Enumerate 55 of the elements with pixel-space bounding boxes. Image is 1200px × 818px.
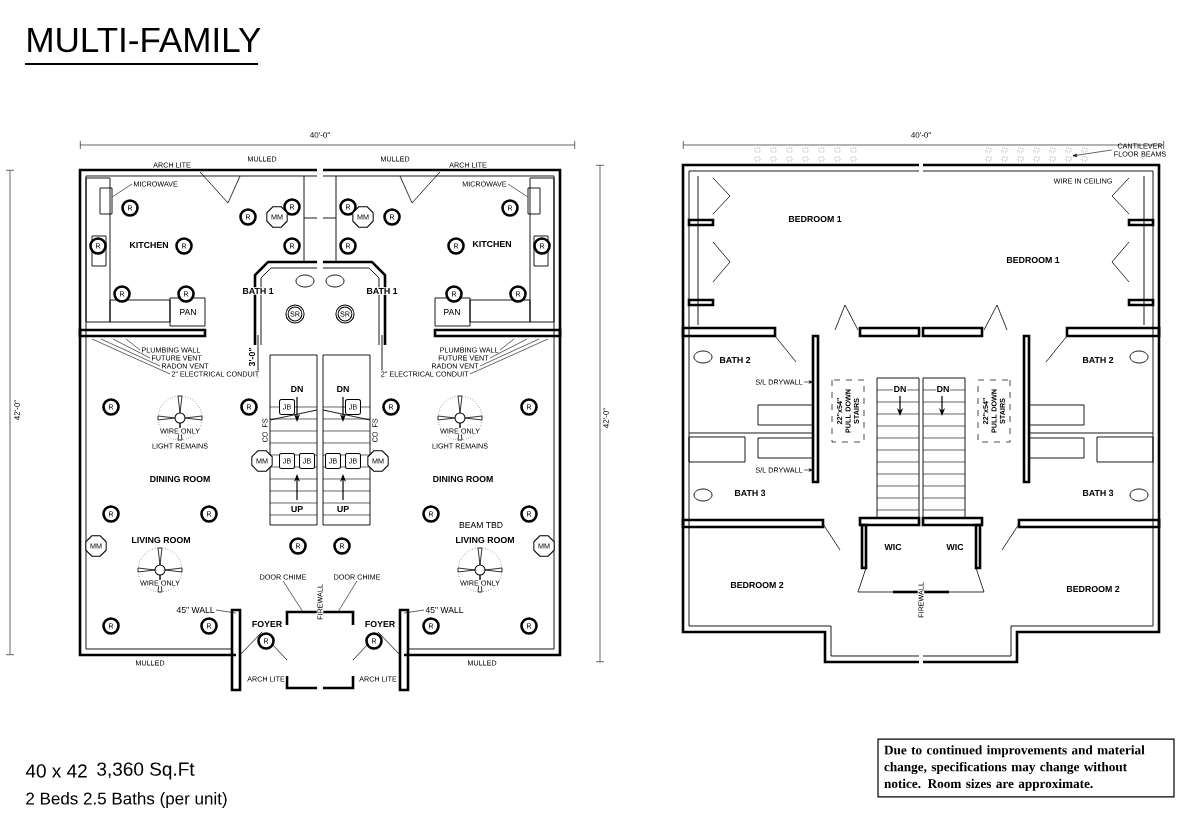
leader-line (469, 338, 549, 375)
dimension-label: 40'-0" (309, 131, 331, 139)
room-label: BATH 3 (1081, 489, 1115, 497)
room-label: DN (289, 385, 305, 393)
room-label: UP (336, 505, 350, 513)
leader-line (803, 380, 814, 384)
room-label: DN (935, 385, 951, 393)
leader-line (403, 609, 425, 614)
leader-line (91, 338, 171, 375)
appliance-box (99, 187, 113, 215)
room-label: KITCHEN (471, 240, 513, 248)
room-label: BATH 3 (733, 489, 767, 497)
room-label: DINING ROOM (148, 475, 212, 483)
leader-line (125, 338, 141, 351)
leader-line (112, 338, 151, 359)
leader-line (112, 183, 133, 198)
leader-line (499, 338, 515, 351)
leader-line (507, 183, 528, 198)
leader-line (803, 468, 814, 472)
room-label: KITCHEN (128, 241, 170, 249)
leader-line (1072, 149, 1112, 157)
callout-label: 45" WALL (424, 606, 465, 614)
room-label: WIC (945, 543, 965, 551)
dimension-label: 40'-0" (910, 131, 932, 139)
room-label: BEDROOM 1 (1005, 256, 1061, 264)
room-label: LIVING ROOM (454, 536, 516, 544)
leader-line (282, 580, 304, 613)
dimension-label: 42'-0" (602, 407, 610, 429)
appliance-box (527, 187, 541, 215)
room-label: BATH 1 (241, 287, 275, 295)
room-label: UP (290, 505, 304, 513)
room-label: DN (335, 385, 351, 393)
room-label: BATH 1 (365, 287, 399, 295)
room-label: BATH 2 (1081, 356, 1115, 364)
plan-info: 3,360 Sq.Ft (97, 762, 195, 780)
leader-line (479, 338, 540, 367)
plan-info: 2 Beds 2.5 Baths (per unit) (26, 792, 227, 808)
room-label: DINING ROOM (431, 475, 495, 483)
room-label: BATH 2 (718, 356, 752, 364)
callout-label: 45" WALL (175, 606, 216, 614)
leader-line (337, 580, 358, 613)
room-label: DN (892, 385, 908, 393)
room-label: LIVING ROOM (130, 536, 192, 544)
room-label: BEDROOM 2 (1065, 585, 1121, 593)
dimension-label: 42'-0" (13, 399, 21, 421)
disclaimer-box: Due to continued improvements and material change, specifications may change without notice. Room sizes are approximate. (877, 738, 1175, 798)
room-label: WIC (883, 543, 903, 551)
title: MULTI-FAMILY (24, 27, 261, 65)
leader-line (215, 609, 237, 614)
plan-info: 40 x 42 (25, 764, 87, 778)
leader-line (489, 338, 528, 359)
room-label: BEDROOM 2 (729, 581, 785, 589)
room-label: BEDROOM 1 (787, 215, 843, 223)
leader-line (100, 338, 161, 367)
note-label: BEAM TBD (458, 521, 504, 529)
